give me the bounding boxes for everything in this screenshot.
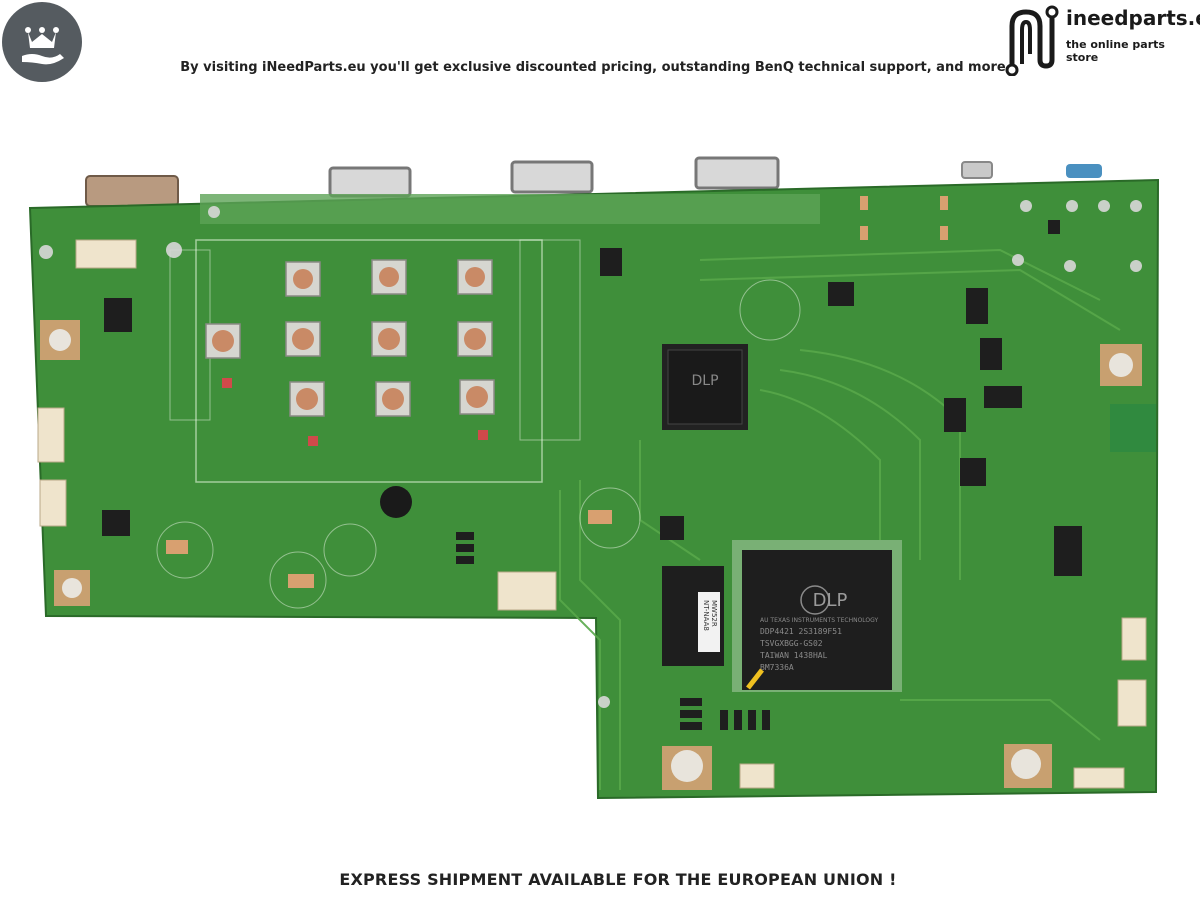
chip-main-line-3: TSVGXBGG-GS02: [760, 639, 823, 648]
chip-main-line-2: DDP4421 2S3189F51: [760, 627, 842, 636]
brand-badge: [2, 2, 82, 82]
vga-connector-1: [328, 166, 412, 198]
dlp-processor-chip: DLP AU TEXAS INSTRUMENTS TECHNOLOGY DDP4…: [732, 540, 902, 692]
smd-components: [166, 196, 948, 588]
inductor: [380, 486, 412, 518]
leds: [222, 378, 488, 446]
memory-chip: MW52R NT-NAA8: [662, 566, 724, 666]
chip-main-line-4: TAIWAN 1438HAL: [760, 651, 828, 660]
circuit-n-logo-icon: [1005, 5, 1059, 77]
smd-small-parts: [456, 532, 770, 730]
memory-label-line-1: MW52R: [710, 600, 718, 627]
pcb-substrate: [28, 178, 1160, 800]
chip-main-brand: DLP: [813, 590, 848, 611]
promo-text: By visiting iNeedParts.eu you'll get exc…: [180, 60, 1006, 75]
brand-tagline: the online parts store: [1066, 38, 1165, 64]
pcb-board-image: DLP DLP AU TEXAS INSTRUMENTS TECHNOLOGY …: [28, 156, 1160, 800]
chip-small-brand: DLP: [691, 373, 718, 389]
brand-logo[interactable]: ineedparts.eu the online parts store: [1004, 4, 1200, 77]
vga-connector-2: [510, 160, 594, 194]
memory-label-line-2: NT-NAA8: [702, 600, 710, 631]
mounting-holes: [40, 320, 1142, 790]
blue-jack: [1066, 164, 1102, 178]
brand-name: ineedparts.eu: [1066, 6, 1200, 30]
chip-main-line-1: AU TEXAS INSTRUMENTS TECHNOLOGY: [760, 617, 878, 624]
audio-jack: [961, 161, 993, 179]
dlp-controller-chip-small: DLP: [662, 344, 748, 430]
vga-connector-3: [694, 156, 780, 190]
white-connectors: [37, 239, 1147, 789]
footer-text: EXPRESS SHIPMENT AVAILABLE FOR THE EUROP…: [339, 870, 897, 889]
crown-hand-icon: [22, 27, 64, 65]
serial-connector: [85, 175, 179, 207]
vias: [39, 200, 1142, 708]
tactile-buttons: [205, 259, 495, 417]
pcb-notch-region: [1110, 404, 1156, 452]
chip-main-line-5: BM7336A: [760, 663, 794, 672]
small-ics: [102, 220, 1082, 576]
